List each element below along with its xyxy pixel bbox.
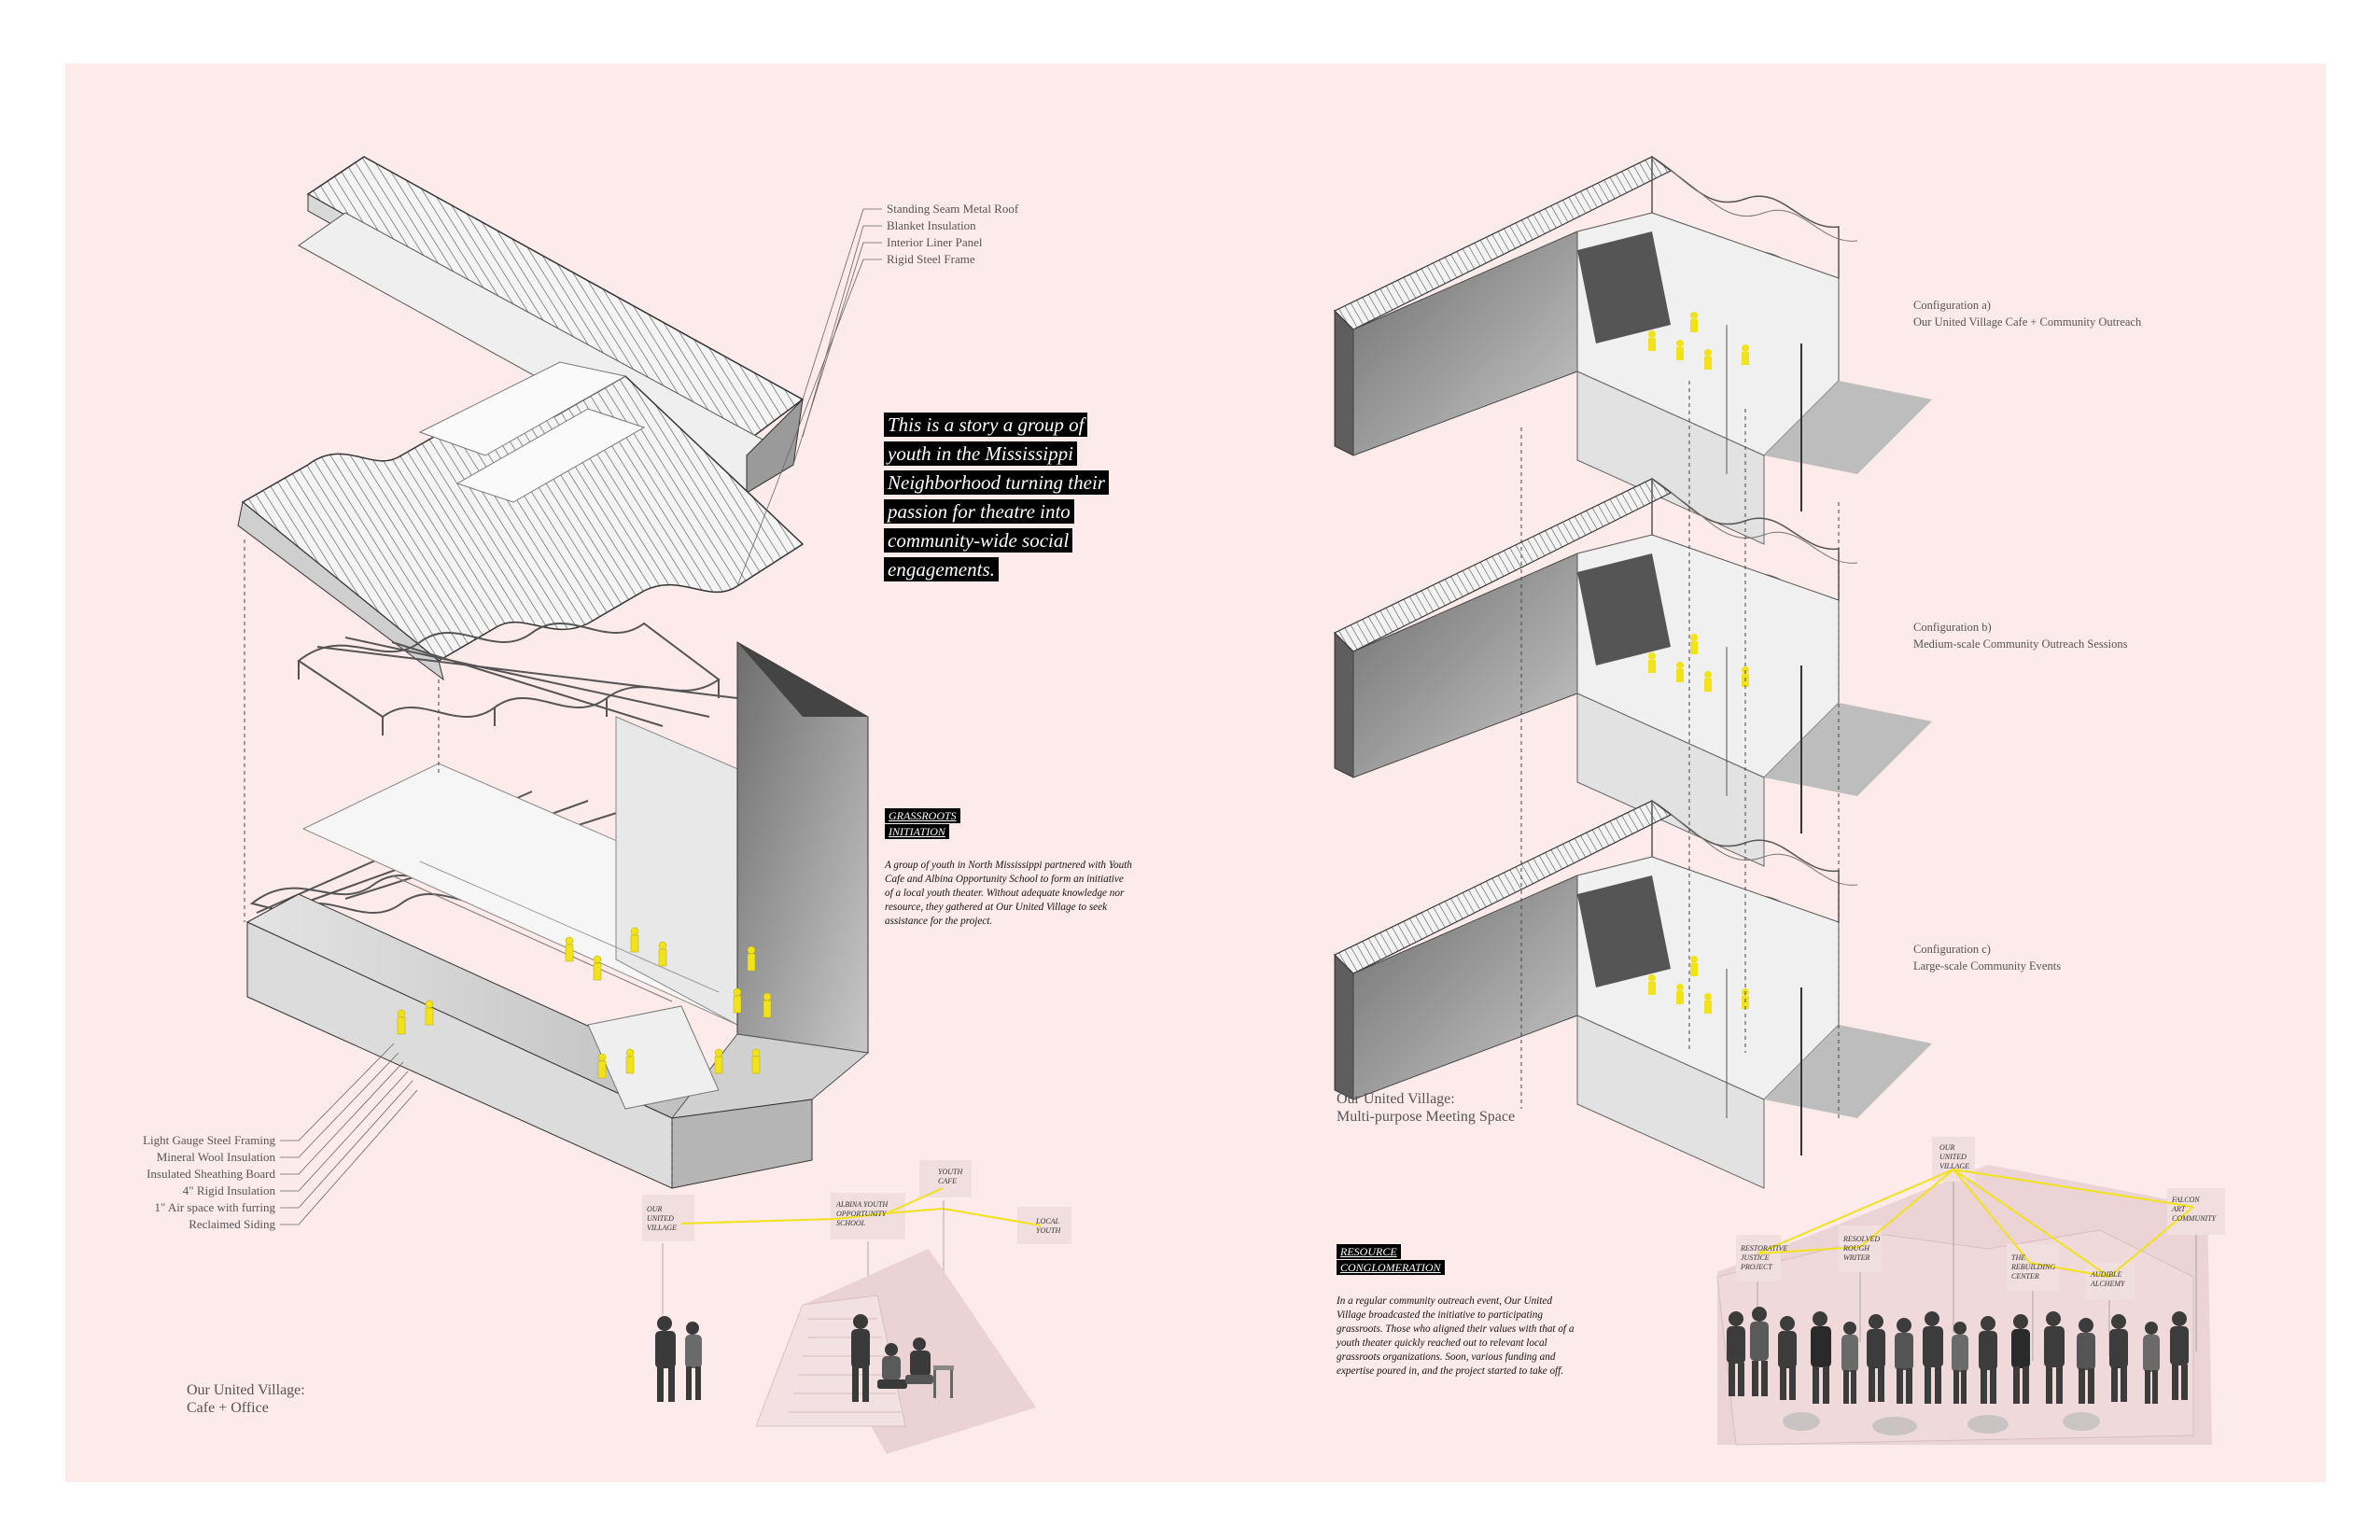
configurations [1333,155,1933,1189]
building-body [245,641,870,1189]
artwork: Standing Seam Metal Roof Blanket Insulat… [143,155,2225,1454]
node-box-youth-cafe [919,1160,972,1197]
label-wall-0: Light Gauge Steel Framing [143,1133,275,1147]
grassroots-heading: GRASSROOTS INITIATION [885,808,960,840]
cafe-people [655,1314,954,1402]
configuration-a-model [1333,155,1932,545]
label-wall-4: 1" Air space with furring [155,1200,276,1214]
node-ouv-right-3: VILLAGE [1939,1162,1969,1170]
resource-body: In a regular community outreach event, O… [1337,1295,1575,1377]
configuration-b-model [1334,478,1933,867]
label-roof-1: Blanket Insulation [887,218,976,232]
node-resolved-2: ROUGH [1842,1244,1870,1253]
node-box-audible [2086,1263,2135,1300]
label-wall-2: Insulated Sheathing Board [147,1167,275,1181]
presentation-board: Standing Seam Metal Roof Blanket Insulat… [65,63,2326,1482]
wall-leaders [280,1043,418,1225]
roof-layer-labels: Standing Seam Metal Roof Blanket Insulat… [887,202,1019,266]
projection-lines [244,539,673,1188]
node-youth-cafe-2: CAFE [938,1177,957,1185]
node-ouv-right-1: OUR [1939,1143,1955,1152]
caption-right-line2: Multi-purpose Meeting Space [1337,1109,1516,1125]
configuration-b-label: Configuration b) Medium-scale Community … [1913,619,2127,652]
node-albina-1: ALBINA YOUTH [835,1200,889,1209]
node-ouv-left-1: OUR [647,1205,663,1213]
node-ouv-left-3: VILLAGE [647,1224,677,1232]
node-box-falcon [2167,1188,2225,1235]
node-box-ouv-left [642,1195,694,1241]
people-figures [397,927,772,1079]
node-rebuilding-1: THE [2011,1253,2025,1262]
node-restorative-3: PROJECT [1740,1263,1772,1271]
configuration-c-model [1334,800,1933,1189]
node-audible-2: ALCHEMY [2090,1280,2126,1288]
grassroots-body: A group of youth in North Mississippi pa… [885,860,1132,927]
node-resolved-1: RESOLVED [1842,1235,1880,1243]
cafe-scene [655,1249,1036,1454]
caption-meeting-space: Our United Village: Multi-purpose Meetin… [1337,1090,1515,1126]
caption-cafe-office: Our United Village: Cafe + Office [187,1381,305,1417]
node-box-rebuilding [2007,1244,2059,1291]
label-wall-3: 4" Rigid Insulation [183,1183,276,1197]
grassroots-heading-line1: GRASSROOTS [885,808,960,823]
label-roof-3: Rigid Steel Frame [887,252,975,266]
node-albina-2: OPPORTUNITY [836,1210,888,1218]
node-rebuilding-2: REBUILDING [2010,1263,2055,1271]
caption-left-line2: Cafe + Office [187,1400,269,1416]
node-restorative-1: RESTORATIVE [1740,1244,1787,1253]
resource-heading-line2: CONGLOMERATION [1337,1260,1445,1275]
caption-right-line1: Our United Village: [1337,1091,1455,1107]
node-ouv-left-2: UNITED [647,1214,674,1223]
resource-heading-line1: RESOURCE [1337,1244,1401,1259]
story-callout: This is a story a group of youth in the … [884,411,1127,584]
node-resolved-3: WRITER [1843,1253,1870,1262]
node-box-ouv-right [1932,1137,1975,1182]
node-falcon-1: FALCON [2171,1196,2200,1204]
configuration-c-desc: Large-scale Community Events [1913,959,2062,973]
story-text: This is a story a group of youth in the … [884,413,1109,581]
configuration-c-label: Configuration c) Large-scale Community E… [1913,941,2061,974]
roof-leaders [736,208,882,587]
configuration-b-title: Configuration b) [1913,621,1992,634]
configuration-a-desc: Our United Village Cafe + Community Outr… [1913,315,2142,329]
node-albina-3: SCHOOL [836,1219,866,1227]
resource-heading: RESOURCE CONGLOMERATION [1337,1244,1445,1276]
crowd [1727,1307,2189,1435]
crowd-people [1727,1307,2189,1404]
node-ouv-right-2: UNITED [1939,1153,1967,1161]
configuration-b-desc: Medium-scale Community Outreach Sessions [1913,637,2128,651]
label-roof-0: Standing Seam Metal Roof [887,202,1019,216]
configuration-a-label: Configuration a) Our United Village Cafe… [1913,297,2141,330]
label-wall-5: Reclaimed Siding [189,1217,275,1231]
node-falcon-2: ART [2171,1205,2186,1213]
node-youth-cafe-1: YOUTH [938,1168,963,1176]
node-audible-1: AUDIBLE [2090,1270,2121,1279]
configuration-c-title: Configuration c) [1913,943,1991,956]
node-restorative-2: JUSTICE [1741,1253,1770,1262]
node-falcon-3: COMMUNITY [2172,1214,2218,1223]
node-box-restorative [1736,1235,1781,1281]
config-projection-lines [1520,381,1840,1118]
label-roof-2: Interior Liner Panel [887,235,983,249]
node-box-resolved [1839,1225,1882,1272]
configuration-a-title: Configuration a) [1913,299,1991,312]
grassroots-heading-line2: INITIATION [885,824,949,839]
network-left: OUR UNITED VILLAGE ALBINA YOUTH OPPORTUN… [642,1160,1071,1314]
node-box-local-youth [1017,1207,1071,1244]
liner-layer [237,361,805,681]
exploded-axonometric-left [237,156,882,1225]
node-local-youth-2: YOUTH [1036,1226,1061,1235]
node-rebuilding-3: CENTER [2011,1272,2039,1281]
wall-layer-labels: Light Gauge Steel Framing Mineral Wool I… [143,1133,275,1231]
caption-left-line1: Our United Village: [187,1382,305,1398]
label-wall-1: Mineral Wool Insulation [157,1150,276,1164]
node-local-youth-1: LOCAL [1035,1217,1059,1225]
